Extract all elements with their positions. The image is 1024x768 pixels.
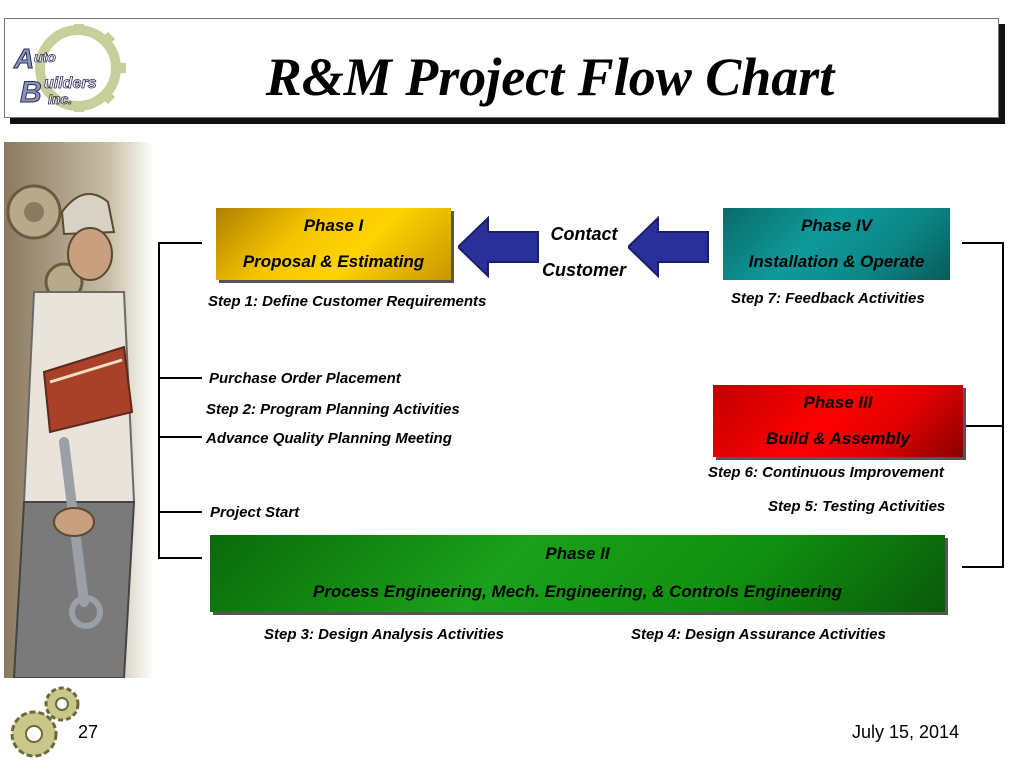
right-bracket-tick-top [962, 242, 1004, 244]
milestone-start-label: Project Start [210, 504, 300, 521]
right-bracket-tick-bottom [962, 566, 1004, 568]
phase-3-name: Phase III [803, 393, 873, 412]
milestone-aqp-label: Advance Quality Planning Meeting [206, 430, 452, 447]
worker-illustration [4, 142, 154, 678]
logo-word-uto: uto [34, 49, 56, 65]
step-5-label: Step 5: Testing Activities [768, 498, 946, 515]
phase-4-box: Phase IV Installation & Operate [723, 208, 950, 280]
step-7-label: Step 7: Feedback Activities [731, 290, 925, 307]
left-bracket-vertical [158, 242, 160, 558]
logo-word-uilders: uilders [44, 75, 97, 92]
phase-4-name: Phase IV [801, 216, 872, 235]
step-1-label: Step 1: Define Customer Requirements [208, 293, 487, 310]
step-2-label: Step 2: Program Planning Activities [206, 401, 460, 418]
title-banner [4, 18, 999, 118]
arrow-left-icon [628, 216, 709, 278]
phase-1-desc: Proposal & Estimating [242, 252, 425, 271]
right-bracket-vertical [1002, 242, 1004, 568]
phase-2-name: Phase II [545, 544, 610, 563]
phase-1-box: Phase I Proposal & Estimating [216, 208, 451, 280]
right-bracket-tick-mid [962, 425, 1004, 427]
logo-word-inc: Inc. [48, 91, 72, 107]
left-bracket-tick-top [158, 242, 202, 244]
contact-customer-label: Contact Customer [534, 222, 634, 282]
phase-2-desc: Process Engineering, Mech. Engineering, … [313, 582, 842, 601]
company-logo: A uto B uilders Inc. [13, 24, 126, 112]
left-bracket-tick-bottom [158, 557, 202, 559]
gears-icon [10, 686, 80, 758]
milestone-po-label: Purchase Order Placement [209, 370, 401, 387]
step-3-label: Step 3: Design Analysis Activities [264, 626, 504, 643]
step-6-label: Step 6: Continuous Improvement [708, 464, 944, 481]
phase-1-name: Phase I [303, 216, 364, 235]
logo-letter-a: A [13, 43, 34, 74]
left-bracket-tick-po [158, 377, 202, 379]
contact-line-2: Customer [541, 260, 626, 280]
phase-3-desc: Build & Assembly [766, 429, 910, 448]
logo-letter-b: B [20, 76, 42, 109]
phase-4-desc: Installation & Operate [748, 252, 925, 271]
page-number: 27 [78, 722, 99, 742]
left-bracket-tick-aqp [158, 436, 202, 438]
left-bracket-tick-start [158, 511, 202, 513]
arrow-left-icon [458, 216, 539, 278]
phase-3-box: Phase III Build & Assembly [713, 385, 963, 457]
contact-line-1: Contact [550, 224, 618, 244]
page-title: R&M Project Flow Chart [265, 47, 835, 107]
step-4-label: Step 4: Design Assurance Activities [631, 626, 886, 643]
slide-date: July 15, 2014 [852, 722, 960, 742]
phase-2-box: Phase II Process Engineering, Mech. Engi… [210, 535, 945, 612]
